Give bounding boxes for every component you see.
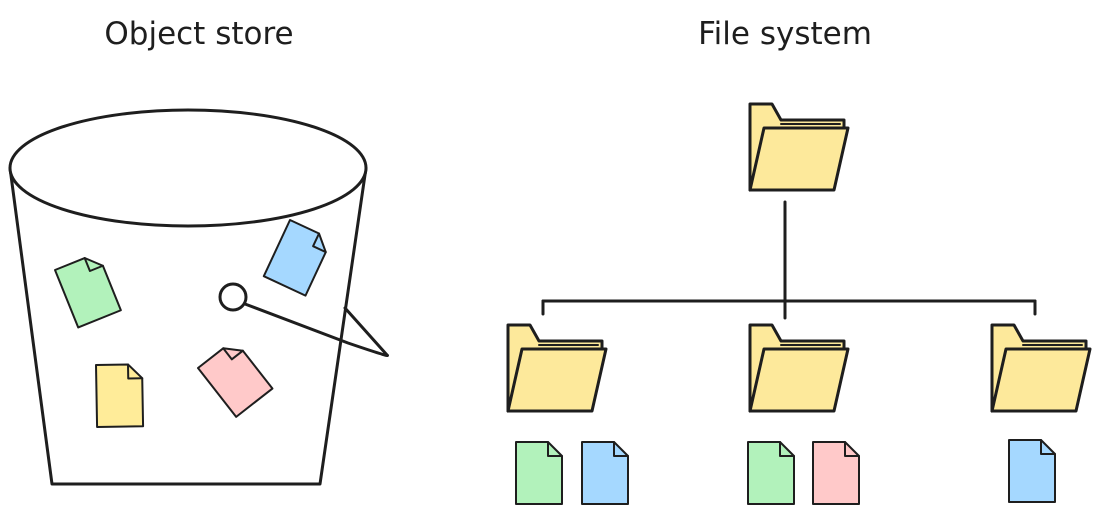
folder-icon bbox=[748, 323, 850, 413]
document-icon bbox=[812, 441, 860, 505]
document-icon bbox=[54, 251, 122, 329]
document-icon bbox=[262, 219, 333, 297]
document-icon bbox=[581, 441, 629, 505]
file-system-title: File system bbox=[698, 16, 872, 52]
folder-icon bbox=[506, 323, 608, 413]
bucket-icon bbox=[8, 108, 389, 486]
document-icon bbox=[197, 338, 274, 418]
document-icon bbox=[95, 363, 145, 428]
document-icon bbox=[1008, 439, 1056, 503]
folder-icon bbox=[748, 102, 850, 192]
object-store-title: Object store bbox=[104, 16, 293, 52]
folder-icon bbox=[990, 323, 1092, 413]
document-icon bbox=[515, 441, 563, 505]
document-icon bbox=[747, 441, 795, 505]
bucket-handle bbox=[218, 282, 389, 357]
folder-tree-connectors bbox=[541, 200, 1037, 320]
